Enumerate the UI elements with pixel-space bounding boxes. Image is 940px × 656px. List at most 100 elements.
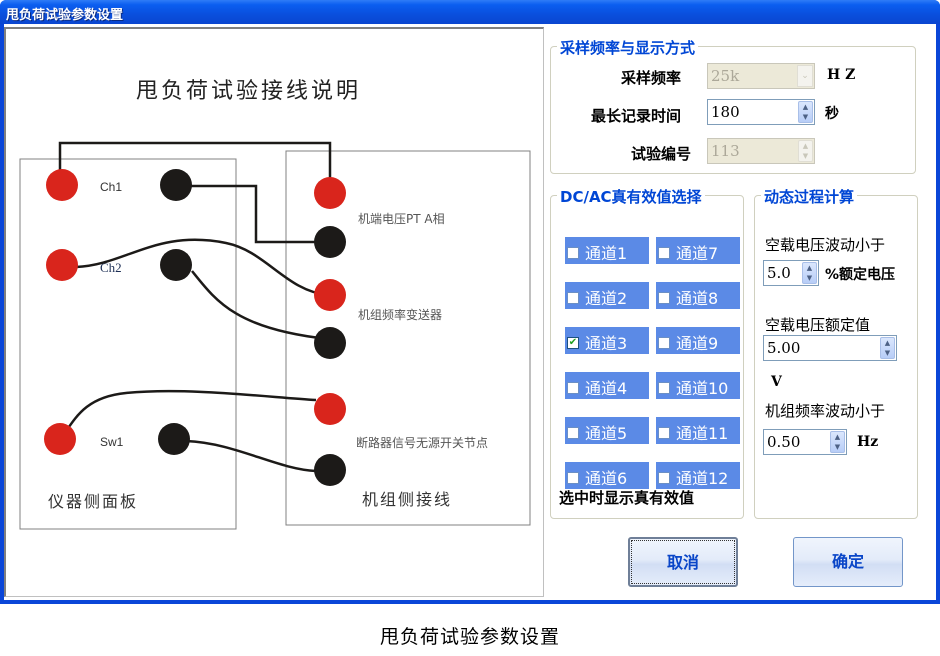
wire-ch2-negative bbox=[191, 270, 329, 341]
breaker-negative-terminal bbox=[314, 454, 346, 486]
checkbox-unchecked-icon[interactable] bbox=[658, 291, 670, 304]
noload-fluct-unit: %额定电压 bbox=[825, 267, 896, 283]
ch2-positive-terminal bbox=[46, 249, 78, 281]
freq-fluct-input[interactable]: 0.50 ▲▼ bbox=[763, 429, 847, 455]
rms-selection-group: DC/AC真有效值选择 通道1 通道2 ✔通道3 通道4 通道5 通道6 通道7 通道8 通道9… bbox=[550, 186, 744, 519]
channel-checkbox-2[interactable]: 通道2 bbox=[565, 282, 649, 309]
sample-rate-value: 25k bbox=[711, 67, 740, 85]
channel-checkbox-6[interactable]: 通道6 bbox=[565, 462, 649, 489]
freq-fluct-label: 机组频率波动小于 bbox=[765, 402, 886, 420]
sampling-group-title: 采样频率与显示方式 bbox=[557, 37, 699, 58]
freq-transducer-label: 机组频率变送器 bbox=[358, 307, 442, 322]
channel-checkbox-1[interactable]: 通道1 bbox=[565, 237, 649, 264]
channel-label: 通道11 bbox=[676, 424, 729, 443]
sw1-negative-terminal bbox=[158, 423, 190, 455]
max-record-time-label: 最长记录时间 bbox=[591, 107, 682, 125]
spin-arrows-icon[interactable]: ▲▼ bbox=[798, 101, 813, 123]
checkbox-unchecked-icon[interactable] bbox=[567, 381, 579, 394]
channel-checkbox-9[interactable]: 通道9 bbox=[656, 327, 740, 354]
noload-fluct-value: 5.0 bbox=[767, 264, 791, 282]
wire-sw1-negative bbox=[185, 439, 317, 473]
wiring-diagram: Ch1 Ch2 Sw1 机端电压PT A相 机组频率变送器 断路器信号无源开关节… bbox=[4, 27, 544, 597]
unit-side-label: 机组侧接线 bbox=[362, 490, 452, 509]
rms-group-title: DC/AC真有效值选择 bbox=[557, 186, 705, 207]
sw1-label: Sw1 bbox=[100, 435, 124, 449]
checkbox-unchecked-icon[interactable] bbox=[658, 471, 670, 484]
checkbox-checked-icon[interactable]: ✔ bbox=[567, 336, 579, 349]
channel-label: 通道2 bbox=[585, 289, 628, 308]
dialog-client-area: Ch1 Ch2 Sw1 机端电压PT A相 机组频率变送器 断路器信号无源开关节… bbox=[4, 24, 936, 600]
channel-label: 通道4 bbox=[585, 379, 628, 398]
ch2-negative-terminal bbox=[160, 249, 192, 281]
rated-voltage-label: 空载电压额定值 bbox=[765, 316, 871, 334]
checkbox-unchecked-icon[interactable] bbox=[658, 246, 670, 259]
pt-a-negative-terminal bbox=[314, 226, 346, 258]
instrument-panel-label: 仪器侧面板 bbox=[48, 492, 138, 511]
ch2-label: Ch2 bbox=[100, 260, 122, 275]
channel-checkbox-3[interactable]: ✔通道3 bbox=[565, 327, 649, 354]
wire-ch1-negative bbox=[174, 184, 328, 244]
checkbox-unchecked-icon[interactable] bbox=[658, 336, 670, 349]
cancel-button[interactable]: 取消 bbox=[628, 537, 738, 587]
wire-sw1-positive bbox=[60, 389, 317, 438]
dynamic-calc-group: 动态过程计算 空载电压波动小于 5.0 ▲▼ %额定电压 空载电压额定值 5.0… bbox=[754, 186, 918, 519]
test-number-input[interactable]: 113 ▲▼ bbox=[707, 138, 815, 164]
channel-checkbox-4[interactable]: 通道4 bbox=[565, 372, 649, 399]
checkbox-unchecked-icon[interactable] bbox=[658, 426, 670, 439]
channel-label: 通道9 bbox=[676, 334, 719, 353]
breaker-positive-terminal bbox=[314, 393, 346, 425]
ch1-negative-terminal bbox=[160, 169, 192, 201]
rated-voltage-unit: V bbox=[771, 374, 782, 390]
diagram-title: 甩负荷试验接线说明 bbox=[136, 79, 362, 104]
channel-checkbox-7[interactable]: 通道7 bbox=[656, 237, 740, 264]
channel-checkbox-5[interactable]: 通道5 bbox=[565, 417, 649, 444]
ok-button[interactable]: 确定 bbox=[793, 537, 903, 587]
pt-a-label: 机端电压PT A相 bbox=[358, 212, 445, 226]
max-record-time-value: 180 bbox=[711, 103, 740, 121]
wiring-diagram-canvas: Ch1 Ch2 Sw1 机端电压PT A相 机组频率变送器 断路器信号无源开关节… bbox=[19, 141, 531, 530]
channel-label: 通道1 bbox=[585, 244, 628, 263]
window-title: 甩负荷试验参数设置 bbox=[6, 8, 124, 23]
breaker-label: 断路器信号无源开关节点 bbox=[356, 435, 488, 450]
test-number-value: 113 bbox=[711, 142, 740, 160]
rms-note: 选中时显示真有效值 bbox=[559, 489, 695, 507]
sample-rate-select[interactable]: 25k ⌄ bbox=[707, 63, 815, 89]
spin-arrows-icon[interactable]: ▲▼ bbox=[880, 337, 895, 359]
channel-checkbox-8[interactable]: 通道8 bbox=[656, 282, 740, 309]
chevron-down-icon[interactable]: ⌄ bbox=[797, 65, 813, 87]
dialog-window: 甩负荷试验参数设置 bbox=[0, 0, 940, 604]
freq-fluct-unit: Hz bbox=[857, 434, 879, 450]
wire-ch2-positive bbox=[75, 238, 329, 297]
freq-transducer-positive-terminal bbox=[314, 279, 346, 311]
channel-checkbox-12[interactable]: 通道12 bbox=[656, 462, 740, 489]
spin-arrows-icon[interactable]: ▲▼ bbox=[802, 262, 817, 284]
wire-ch1-positive bbox=[58, 141, 332, 195]
checkbox-unchecked-icon[interactable] bbox=[567, 471, 579, 484]
ch1-positive-terminal bbox=[46, 169, 78, 201]
channel-label: 通道7 bbox=[676, 244, 719, 263]
channel-label: 通道5 bbox=[585, 424, 628, 443]
checkbox-unchecked-icon[interactable] bbox=[567, 291, 579, 304]
dynamic-group-title: 动态过程计算 bbox=[761, 186, 858, 207]
channel-label: 通道6 bbox=[585, 469, 628, 488]
noload-fluct-label: 空载电压波动小于 bbox=[765, 236, 886, 254]
checkbox-unchecked-icon[interactable] bbox=[567, 426, 579, 439]
sampling-group: 采样频率与显示方式 采样频率 25k ⌄ H Z 最长记录时间 180 ▲▼ 秒… bbox=[550, 37, 916, 174]
noload-fluct-input[interactable]: 5.0 ▲▼ bbox=[763, 260, 819, 286]
spin-arrows-icon[interactable]: ▲▼ bbox=[830, 431, 845, 453]
checkbox-unchecked-icon[interactable] bbox=[658, 381, 670, 394]
pt-a-positive-terminal bbox=[314, 177, 346, 209]
channel-label: 通道8 bbox=[676, 289, 719, 308]
channel-label: 通道12 bbox=[676, 469, 729, 488]
channel-checkbox-10[interactable]: 通道10 bbox=[656, 372, 740, 399]
channel-checkbox-11[interactable]: 通道11 bbox=[656, 417, 740, 444]
spin-arrows-icon[interactable]: ▲▼ bbox=[798, 140, 813, 162]
max-record-time-input[interactable]: 180 ▲▼ bbox=[707, 99, 815, 125]
title-bar[interactable]: 甩负荷试验参数设置 bbox=[0, 0, 940, 24]
checkbox-unchecked-icon[interactable] bbox=[567, 246, 579, 259]
channel-label: 通道10 bbox=[676, 379, 729, 398]
rated-voltage-input[interactable]: 5.00 ▲▼ bbox=[763, 335, 897, 361]
instrument-panel-box bbox=[19, 158, 237, 530]
unit-side-box bbox=[285, 150, 531, 526]
rated-voltage-value: 5.00 bbox=[767, 339, 801, 357]
